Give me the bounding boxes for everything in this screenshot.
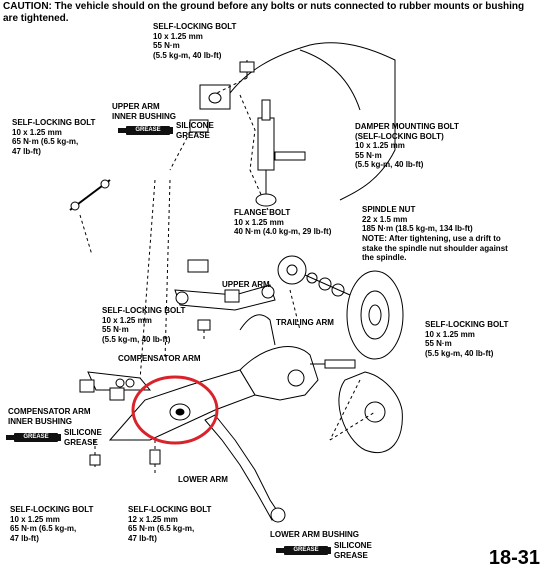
label-line: TRAILING ARM [276,318,334,327]
label-line: UPPER ARM [112,102,160,111]
label-self-locking-bolt-top: SELF-LOCKING BOLT 10 x 1.25 mm 55 N·m (5… [153,22,236,60]
label-lower-arm-bushing: LOWER ARM BUSHING [270,530,359,540]
label-line: 55 N·m [355,150,382,160]
label-line: 55 N·m [102,325,129,334]
damper-body [257,117,275,171]
label-upper-arm-inner-bushing: UPPER ARM INNER BUSHING [112,102,176,121]
silicone-grease-tube-3: GREASE SILICONE GREASE [276,541,372,560]
label-line: 47 lb-ft) [10,533,39,543]
label-line: (5.5 kg-m, 40 lb-ft) [102,334,171,344]
label-self-locking-bolt-bottom-left: SELF-LOCKING BOLT 10 x 1.25 mm 65 N·m (6… [10,505,93,543]
label-line: LOWER ARM BUSHING [270,530,360,539]
label-line: 40 N·m (4.0 kg-m, 29 lb-ft) [234,227,332,236]
grease-tube-icon: GREASE [118,126,173,135]
trailing-arm [239,346,319,401]
label-line: 55 N·m [425,339,452,348]
label-line: 10 x 1.25 mm [355,141,405,150]
spindle-note: NOTE: After tightening, use a drift to s… [362,234,508,263]
label-line: 22 x 1.5 mm [362,214,408,224]
label-self-locking-bolt-bottom-mid: SELF-LOCKING BOLT 12 x 1.25 mm 65 N·m (6… [128,505,211,543]
label-line: UPPER ARM [222,280,270,289]
label-line: 10 x 1.25 mm [102,315,152,325]
label-line: SELF-LOCKING BOLT [12,118,96,127]
label-damper-mounting-bolt: DAMPER MOUNTING BOLT (SELF-LOCKING BOLT)… [355,122,459,170]
page-number: 18-31 [488,547,540,569]
label-line: 10 x 1.25 mm [425,329,475,339]
label-line: SELF-LOCKING BOLT [10,505,94,514]
label-self-locking-bolt-mid: SELF-LOCKING BOLT 10 x 1.25 mm 55 N·m (5… [102,306,185,344]
grease-tube-icon: GREASE [276,546,331,555]
label-line: 185 N·m (18.5 kg-m, 134 lb-ft) [362,224,473,233]
label-line: 10 x 1.25 mm [153,31,203,41]
label-line: GREASE [64,437,98,447]
label-line: (SELF-LOCKING BOLT) [355,131,444,141]
label-compensator-arm: COMPENSATOR ARM [118,354,201,364]
label-self-locking-bolt-right: SELF-LOCKING BOLT 10 x 1.25 mm 55 N·m (5… [425,320,508,358]
label-self-locking-bolt-left: SELF-LOCKING BOLT 10 x 1.25 mm 65 N·m (6… [12,118,95,156]
label-line: SELF-LOCKING BOLT [425,320,509,329]
silicone-grease-tube-1: GREASE SILICONE GREASE [118,121,214,140]
label-line: (5.5 kg-m, 40 lb-ft) [153,50,222,60]
label-line: GREASE [176,130,210,140]
label-line: 55 N·m [153,41,180,50]
label-line: 47 lb-ft) [128,533,157,543]
silicone-grease-label: SILICONE GREASE [176,121,214,140]
label-line: LOWER ARM [178,475,228,484]
label-line: SILICONE [64,428,102,437]
silicone-grease-label: SILICONE GREASE [64,428,102,447]
splash-shield [338,371,403,454]
label-line: (5.5 kg-m, 40 lb-ft) [355,160,424,169]
label-line: COMPENSATOR ARM [8,407,91,416]
label-line: 10 x 1.25 mm [12,127,62,137]
brake-disc [346,270,404,360]
label-line: SELF-LOCKING BOLT [128,505,212,514]
label-line: FLANGE BOLT [234,208,291,217]
label-compensator-arm-inner-bushing: COMPENSATOR ARM INNER BUSHING [8,407,91,426]
label-line: SILICONE [176,121,214,130]
label-line: (5.5 kg-m, 40 lb-ft) [425,348,494,358]
label-line: INNER BUSHING [112,111,177,121]
label-upper-arm: UPPER ARM [222,280,270,290]
body-panel-outline [224,42,396,201]
label-line: SELF-LOCKING BOLT [153,22,237,31]
wheel-hub [277,255,307,285]
label-line: 10 x 1.25 mm [10,514,60,524]
note-line: stake the spindle nut shoulder against [362,243,508,253]
label-line: DAMPER MOUNTING BOLT [355,122,459,131]
label-trailing-arm: TRAILING ARM [276,318,334,328]
label-line: COMPENSATOR ARM [118,354,201,363]
top-bolt [239,61,255,73]
note-line: the spindle. [362,253,407,262]
label-line: 12 x 1.25 mm [128,514,178,524]
lower-arm [204,414,281,521]
grease-tube-icon: GREASE [6,433,61,442]
label-line: 65 N·m (6.5 kg-m, [128,524,195,533]
label-flange-bolt: FLANGE BOLT 10 x 1.25 mm 40 N·m (4.0 kg-… [234,208,331,237]
label-line: SPINDLE NUT [362,205,416,214]
label-lower-arm: LOWER ARM [178,475,228,485]
label-line: SILICONE [334,541,372,550]
upper-arm-inner-bushing [189,119,209,133]
label-line: GREASE [334,550,368,560]
damper-mounting-bolt [274,151,306,161]
label-line: SELF-LOCKING BOLT [102,306,186,315]
label-spindle-nut: SPINDLE NUT 22 x 1.5 mm 185 N·m (18.5 kg… [362,205,473,234]
label-line: 10 x 1.25 mm [234,217,284,227]
label-line: 65 N·m (6.5 kg-m, [12,137,79,146]
caution-text: CAUTION: The vehicle should on the groun… [3,1,525,24]
silicone-grease-tube-2: GREASE SILICONE GREASE [6,428,102,447]
silicone-grease-label: SILICONE GREASE [334,541,372,560]
highlight-circle [131,375,219,445]
label-line: 47 lb-ft) [12,146,41,156]
note-line: NOTE: After tightening, use a drift to [362,234,501,243]
label-line: INNER BUSHING [8,416,73,426]
label-line: 65 N·m (6.5 kg-m, [10,524,77,533]
